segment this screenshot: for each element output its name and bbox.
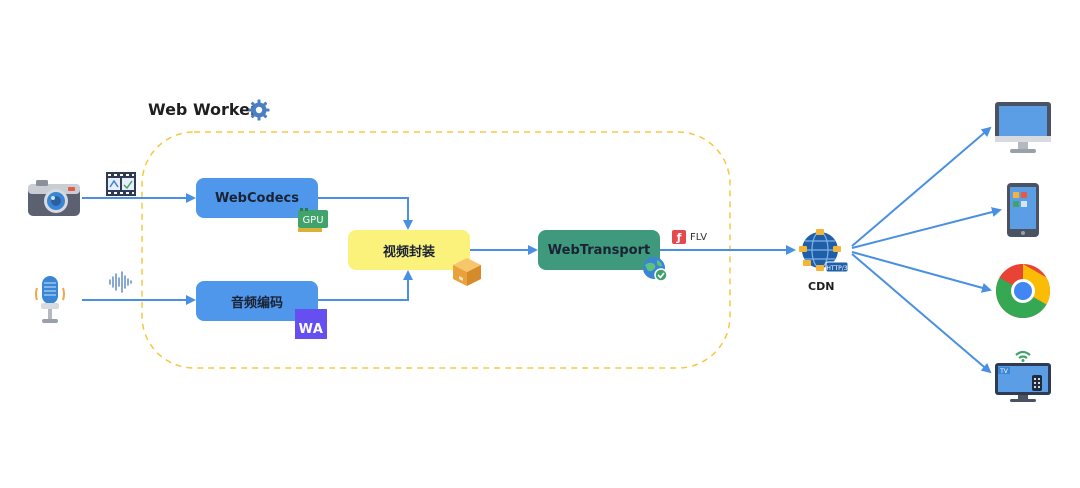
web-worker-title: Web Worker (148, 100, 258, 119)
arrow-audio-to-mux (318, 270, 413, 301)
webcodecs-node: WebCodecs (196, 178, 318, 218)
gpu-card-icon: GPU (298, 208, 328, 232)
arrow-webcodecs-to-mux (318, 197, 413, 230)
flv-label: FLV (690, 231, 708, 243)
http3-label: HTTP/3 (826, 265, 847, 272)
flash-icon: ƒ (672, 230, 686, 244)
monitor-icon (995, 102, 1051, 153)
globe-check-icon (643, 257, 668, 282)
microphone-icon (35, 276, 65, 323)
film-strip-icon (106, 172, 136, 196)
tv-icon: TV (995, 350, 1051, 402)
svg-text:TV: TV (999, 368, 1009, 375)
arrow-cdn-to-monitor (851, 126, 992, 247)
arrow-cdn-to-tablet (851, 207, 1002, 249)
sound-wave-icon (109, 271, 132, 293)
package-box-icon (453, 258, 481, 286)
camera-icon (28, 180, 80, 216)
cdn-network-icon: HTTP/3 (799, 229, 848, 273)
arrow-cdn-to-tv (851, 253, 992, 374)
webtransport-node: WebTransport (538, 230, 660, 270)
gpu-label: GPU (302, 215, 323, 226)
cdn-label: CDN (808, 280, 835, 293)
wasm-badge: WA (295, 309, 327, 339)
flv-tag: ƒ FLV (672, 230, 707, 244)
tablet-icon (1007, 183, 1039, 237)
arrow-cdn-to-chrome (851, 251, 992, 293)
chrome-browser-icon (995, 264, 1051, 319)
gear-icon (248, 99, 270, 121)
video-mux-node: 视频封装 (348, 230, 470, 270)
